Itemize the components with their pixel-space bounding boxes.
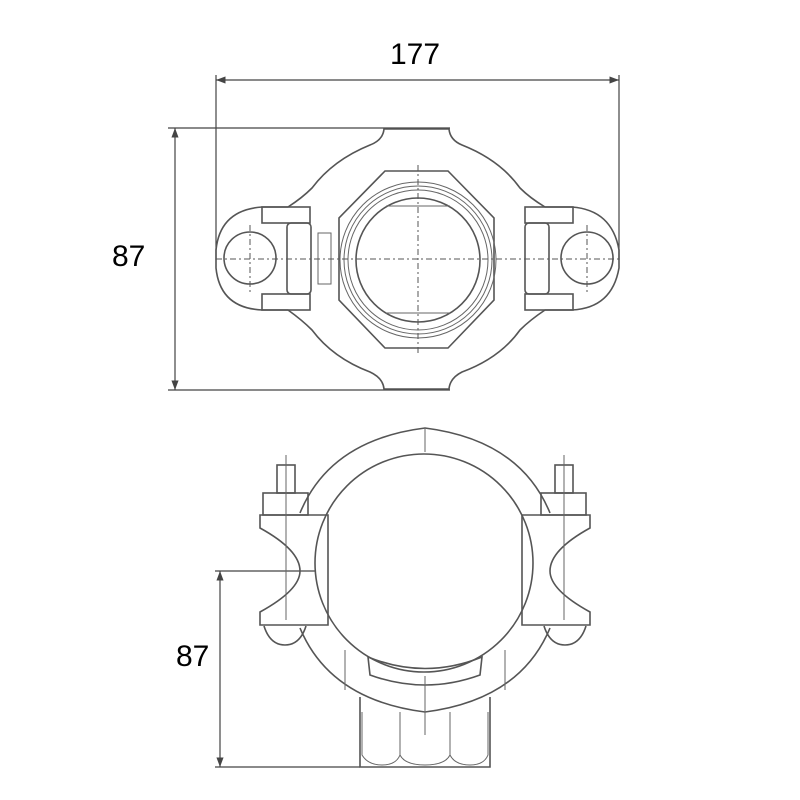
front-view-fitting — [259, 427, 591, 768]
front-height-dimension-label: 87 — [176, 640, 210, 673]
width-dimension-label: 177 — [390, 38, 441, 71]
top-view-width-dimension — [215, 75, 620, 260]
top-view-fitting — [215, 128, 620, 390]
top-height-dimension-label: 87 — [112, 240, 146, 273]
front-view-height-dimension — [215, 570, 360, 768]
top-view-height-dimension — [168, 127, 450, 391]
